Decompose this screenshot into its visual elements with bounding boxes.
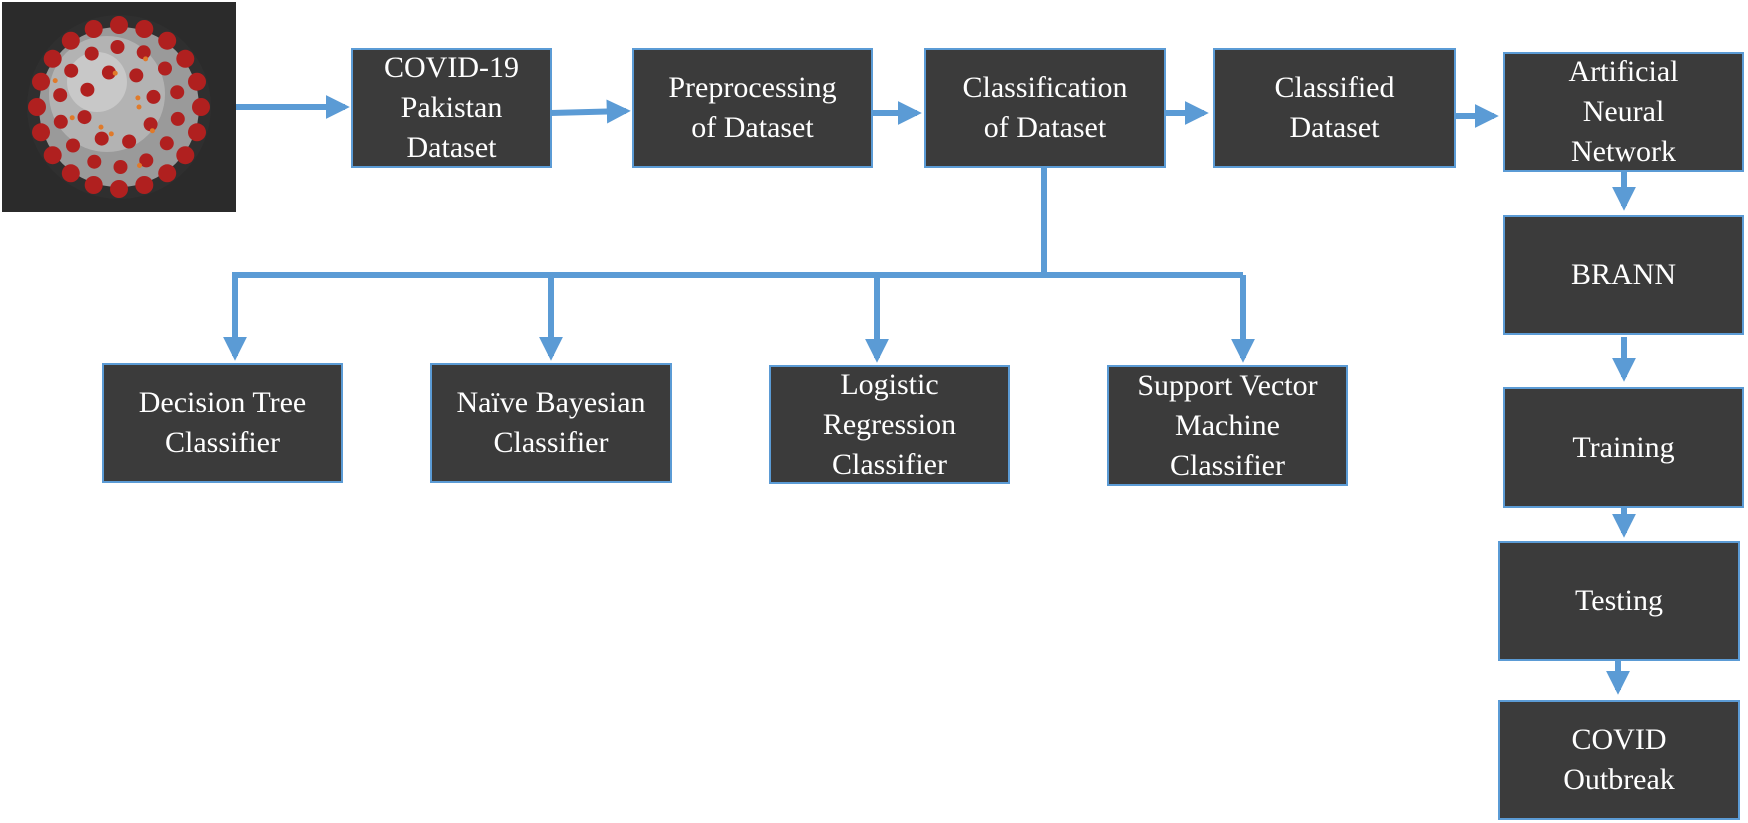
- virus-spike: [176, 49, 195, 68]
- box-svm: Support Vector Machine Classifier: [1107, 365, 1348, 486]
- box-label-line: Neural: [1582, 95, 1665, 128]
- virus-dot: [136, 104, 142, 110]
- box-training: Training: [1503, 387, 1744, 508]
- box-brann: BRANN: [1503, 215, 1744, 335]
- virus-dot: [149, 128, 155, 134]
- virus-spike: [28, 98, 46, 116]
- virus-spike: [101, 65, 116, 80]
- virus-spike: [66, 138, 80, 153]
- box-label-line: COVID-19: [384, 51, 519, 84]
- virus-dot: [98, 124, 104, 130]
- virus-spike: [146, 89, 161, 104]
- box-label-line: Dataset: [1289, 111, 1380, 144]
- virus-spike: [43, 146, 62, 165]
- box-label-line: Classified: [1274, 71, 1395, 104]
- virus-spike: [159, 136, 174, 151]
- box-label-line: Naïve Bayesian: [456, 386, 646, 419]
- virus-dot: [135, 95, 141, 101]
- virus-spike: [170, 111, 185, 126]
- virus-spike: [176, 146, 195, 165]
- box-label-line: Outbreak: [1563, 763, 1675, 796]
- box-label-line: of Dataset: [983, 111, 1107, 144]
- box-classification: Classification of Dataset: [924, 48, 1166, 168]
- virus-spike: [135, 176, 154, 194]
- virus-spike: [139, 153, 154, 168]
- arrow-dataset-to-preprocessing: [550, 99, 631, 124]
- box-label-line: Classifier: [1170, 448, 1285, 482]
- box-decision-tree: Decision Tree Classifier: [102, 363, 343, 483]
- virus-dot: [52, 78, 58, 84]
- virus-spike: [170, 85, 185, 100]
- virus-spike: [87, 154, 102, 169]
- virus-spike: [64, 63, 79, 78]
- virus-dot: [137, 163, 142, 168]
- virus-spike: [43, 49, 62, 68]
- virus-spike: [110, 180, 128, 198]
- box-label-line: BRANN: [1570, 258, 1676, 291]
- virus-spike: [84, 176, 103, 194]
- box-label-line: Network: [1571, 135, 1676, 168]
- virus-spike: [32, 72, 50, 91]
- virus-spike: [113, 160, 128, 174]
- box-label-line: Artificial: [1568, 55, 1679, 88]
- box-covid-outbreak: COVID Outbreak: [1498, 700, 1740, 820]
- virus-spike: [53, 88, 68, 103]
- box-logistic-regression: Logistic Regression Classifier: [769, 365, 1010, 484]
- virus-spike: [158, 31, 177, 50]
- virus-dot: [108, 131, 114, 137]
- box-classified-dataset: Classified Dataset: [1213, 48, 1456, 168]
- coronavirus-icon: [2, 2, 236, 212]
- box-label-line: Classifier: [832, 447, 947, 481]
- box-label-line: Dataset: [406, 131, 497, 164]
- box-naive-bayesian: Naïve Bayesian Classifier: [430, 363, 672, 483]
- box-label-line: COVID: [1571, 723, 1667, 756]
- box-label-line: Machine: [1175, 408, 1280, 442]
- virus-spike: [110, 40, 125, 54]
- virus-spike: [192, 98, 210, 116]
- virus-spike: [84, 20, 103, 38]
- virus-spike: [158, 61, 172, 76]
- virus-spike: [84, 46, 99, 61]
- virus-dot: [143, 56, 149, 62]
- box-label-line: Pakistan: [400, 91, 503, 124]
- box-ann: Artificial Neural Network: [1503, 52, 1744, 172]
- virus-spike: [135, 20, 154, 38]
- virus-spike: [122, 134, 137, 149]
- box-label-line: of Dataset: [691, 111, 814, 144]
- box-label-line: Regression: [822, 407, 957, 441]
- virus-spike: [80, 82, 95, 97]
- box-label-line: Support Vector: [1137, 368, 1318, 402]
- virus-spike: [61, 164, 80, 183]
- box-testing: Testing: [1498, 541, 1740, 661]
- box-label-line: Preprocessing: [668, 71, 837, 104]
- virus-spike: [129, 68, 144, 83]
- virus-spike: [158, 164, 177, 183]
- virus-dot: [69, 115, 75, 121]
- virus-spike: [61, 31, 80, 50]
- box-covid-pakistan-dataset: COVID-19 Pakistan Dataset: [351, 48, 552, 168]
- virus-spike: [53, 114, 68, 129]
- box-label-line: Classification: [962, 71, 1128, 104]
- box-label-line: Logistic: [840, 367, 939, 401]
- box-label-line: Classifier: [493, 426, 609, 459]
- virus-spike: [143, 117, 158, 132]
- virus-spike: [32, 123, 50, 142]
- virus-spike: [110, 16, 128, 34]
- virus-spike: [188, 123, 206, 142]
- box-label-line: Decision Tree: [138, 386, 307, 419]
- virus-spike: [77, 110, 92, 125]
- virus-spike: [136, 45, 151, 60]
- box-label-line: Classifier: [165, 426, 280, 459]
- box-label-line: Training: [1572, 430, 1675, 464]
- virus-dot: [112, 70, 118, 76]
- box-preprocessing: Preprocessing of Dataset: [632, 48, 873, 168]
- virus-spike: [94, 131, 109, 146]
- box-label-line: Testing: [1575, 584, 1663, 617]
- virus-spike: [188, 72, 206, 91]
